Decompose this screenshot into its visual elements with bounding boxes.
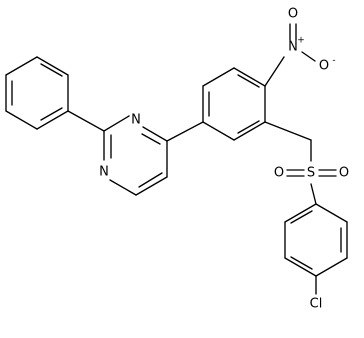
bond <box>5 56 38 76</box>
double-bond-inner <box>40 63 63 77</box>
atom-label-n1: N <box>131 113 141 128</box>
double-bond-inner <box>141 133 161 145</box>
atom-label-n3: N <box>99 165 109 180</box>
sulfonyl-group <box>286 169 337 205</box>
bond <box>5 110 38 130</box>
bond <box>135 176 168 196</box>
bond <box>284 257 317 277</box>
bond <box>166 121 204 142</box>
double-bond-inner <box>237 74 260 88</box>
bond <box>284 203 317 223</box>
bond <box>36 56 69 76</box>
phenyl-ring <box>5 56 69 130</box>
double-bond-inner <box>40 107 63 121</box>
bond <box>264 56 285 87</box>
double-bond-inner <box>237 120 260 134</box>
bond <box>103 115 130 132</box>
pyrimidine-ring <box>103 115 168 196</box>
bond <box>315 203 348 223</box>
atom-label-sulfonyl-o-right: O <box>339 166 349 181</box>
atom-label-sulfonyl-o-left: O <box>274 166 284 181</box>
bond <box>36 110 69 130</box>
bond <box>109 179 137 196</box>
bond <box>264 121 312 141</box>
bond <box>202 121 235 141</box>
charge-minus: - <box>332 56 335 66</box>
bond <box>202 67 235 87</box>
double-bond-inner <box>290 256 313 270</box>
atom-label-nitro-o-top: O <box>288 7 298 22</box>
bond <box>310 183 317 205</box>
bond <box>301 51 316 62</box>
atom-label-chlorine: Cl <box>310 297 323 312</box>
bond <box>67 110 105 132</box>
double-bond-inner <box>290 210 313 224</box>
double-bond-outer <box>142 126 168 142</box>
central-benzene-ring <box>202 67 266 141</box>
nitro-group <box>264 23 316 87</box>
chlorophenyl-ring <box>284 203 348 277</box>
double-bond-inner <box>138 172 163 188</box>
atom-label-nitro-n: N <box>288 40 298 55</box>
atom-label-sulfur: S <box>307 166 315 181</box>
atom-label-nitro-o-right: O <box>319 59 329 74</box>
bond <box>233 67 266 87</box>
bond <box>233 121 266 141</box>
bond <box>315 257 348 277</box>
charge-plus: + <box>297 36 305 46</box>
